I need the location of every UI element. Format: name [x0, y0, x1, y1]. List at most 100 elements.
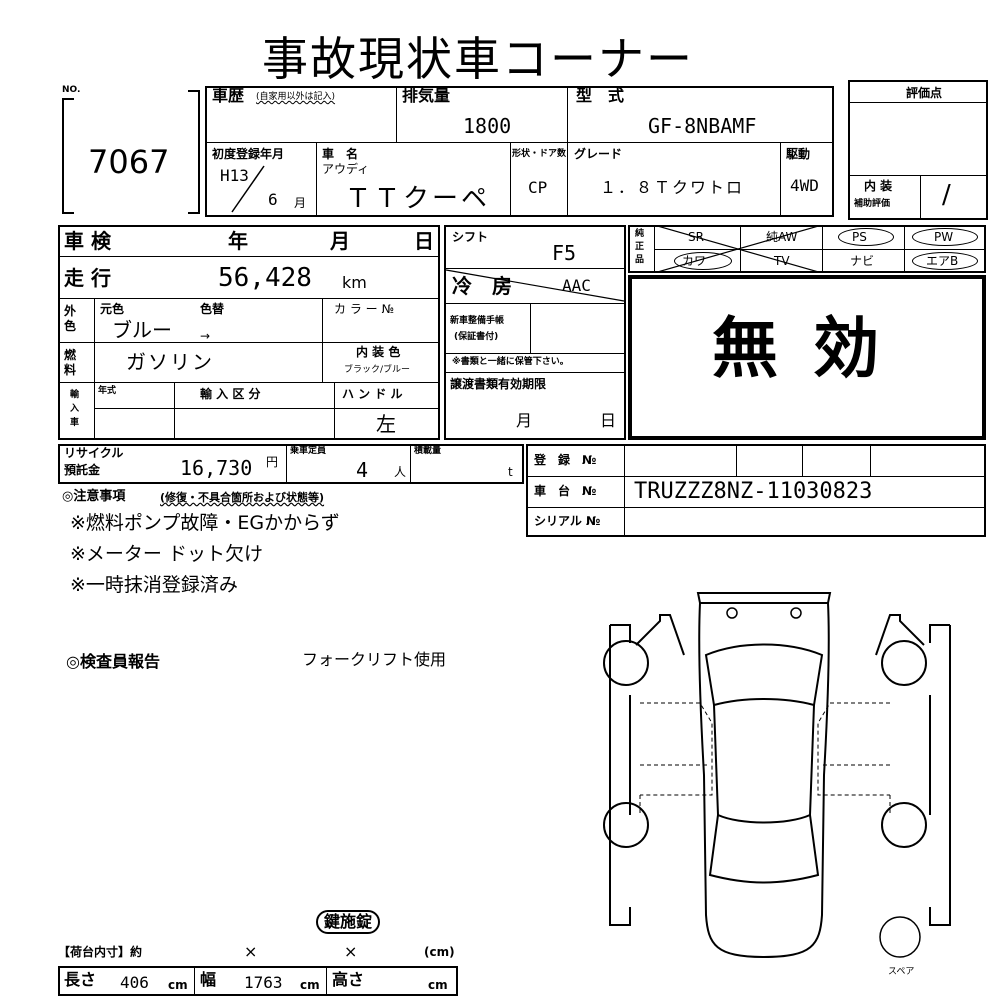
rating-label: 評価点 [906, 86, 943, 100]
inspection-day: 日 [414, 229, 434, 253]
car-name: ＴＴクーペ [345, 184, 491, 214]
recycle-label: リサイクル [64, 446, 124, 460]
history-note: (自家用以外は記入) [256, 92, 336, 102]
cargo-header: 【荷台内寸】約 [58, 945, 143, 959]
reg-no-label: 登 録 № [534, 453, 597, 467]
fuel-side-label: 燃料 [64, 348, 77, 377]
equipment-side-label: 純正品 [635, 229, 645, 265]
shape-value: CP [528, 178, 548, 197]
shift-label: シフト [452, 230, 489, 244]
spare-tire-label: スペア [888, 967, 915, 977]
color-side-label: 外色 [64, 304, 77, 333]
grade-label: グレード [574, 147, 623, 161]
recycle-row [58, 444, 524, 484]
car-damage-diagram [603, 592, 951, 959]
load-label: 積載量 [414, 446, 442, 456]
rating-box [848, 80, 988, 220]
first-reg-month-unit: 月 [294, 196, 307, 210]
cargo-width-label: 幅 [200, 970, 217, 989]
lot-number: 7067 [88, 143, 170, 181]
note-item-1: ※燃料ポンプ故障・EGかからず [70, 512, 340, 534]
main-table [58, 225, 440, 440]
cargo-length-unit: cm [168, 978, 188, 992]
interior-rating-label: 内 装 [864, 179, 893, 193]
history-label: 車歴 [212, 86, 245, 105]
capacity-label: 乗車定員 [290, 446, 327, 456]
ac-label: 冷 房 [452, 274, 512, 298]
equip-ps-circle [838, 228, 894, 246]
interior-color-value: ブラック/ブルー [344, 365, 411, 375]
chassis-no-label: 車 台 № [534, 484, 597, 498]
cargo-length-value: 406 [120, 973, 149, 992]
registration-table [526, 444, 986, 537]
chassis-no-value: TRUZZZ8NZ-11030823 [634, 479, 873, 504]
capacity-unit: 人 [394, 465, 407, 479]
inspection-label: 車 検 [64, 229, 111, 253]
equip-pw-circle [912, 228, 978, 246]
ac-value: AAC [562, 276, 591, 295]
equip-airbag-circle [912, 252, 978, 270]
note-item-2: ※メーター ドット欠け [70, 543, 263, 565]
first-reg-slash [231, 165, 265, 213]
displacement-value: 1800 [463, 114, 512, 138]
mileage-value: 56,428 [218, 263, 312, 293]
import-class-label: 輸 入 区 分 [200, 387, 261, 401]
car-maker: アウディ [322, 162, 370, 176]
handle-label: ハ ン ド ル [342, 387, 403, 401]
transfer-docs-label: 譲渡書類有効期限 [450, 377, 547, 391]
middle-table [444, 225, 626, 440]
recycle-unit: 円 [266, 455, 279, 469]
model-value: GF-8NBAMF [648, 114, 757, 138]
equipment-strike [654, 225, 822, 273]
transfer-docs-month: 月 [516, 411, 533, 430]
shape-label: 形状・ドア数 [512, 149, 567, 159]
inspector-label: ◎検査員報告 [66, 652, 160, 671]
cargo-height-label: 高さ [332, 970, 365, 989]
cargo-height-unit: cm [428, 978, 448, 992]
displacement-label: 排気量 [402, 86, 451, 105]
orig-color-label: 元色 [100, 302, 125, 316]
fuel-value: ガソリン [126, 350, 214, 374]
equip-navi: ナビ [850, 254, 875, 268]
lot-no-label: NO. [62, 85, 81, 95]
car-name-label: 車 名 [322, 147, 359, 161]
recycle-sub-label: 預託金 [64, 463, 101, 477]
color-change-arrow: → [200, 329, 211, 343]
recycle-value: 16,730 [180, 456, 253, 480]
maint-book-note: ※書類と一緒に保管下さい。 [452, 357, 569, 367]
inspector-text: フォークリフト使用 [302, 650, 447, 669]
first-reg-month: 6 [268, 190, 278, 209]
drive-value: 4WD [790, 176, 819, 195]
capacity-value: 4 [356, 458, 369, 482]
interior-color-label: 内 装 色 [356, 345, 401, 359]
cargo-dims-table [58, 966, 458, 996]
transfer-docs-day: 日 [600, 411, 617, 430]
interior-rating-value: / [942, 180, 951, 210]
equip-leather-circle [674, 252, 732, 270]
cargo-width-unit: cm [300, 978, 320, 992]
page-title: 事故現状車コーナー [262, 32, 694, 86]
notes-heading: ◎注意事項 [62, 489, 126, 504]
void-stamp: 無 効 [712, 310, 885, 387]
inspection-month: 月 [330, 229, 350, 253]
orig-color-value: ブルー [112, 318, 172, 342]
vehicle-info-block [205, 86, 834, 217]
color-change-label: 色替 [200, 302, 225, 316]
cargo-length-label: 長さ [64, 970, 97, 989]
grade-value: １．８Ｔクワトロ [600, 178, 745, 197]
void-stamp-box [628, 275, 986, 440]
load-unit: t [508, 465, 513, 479]
import-side-label: 輸入車 [70, 390, 80, 428]
handle-value: 左 [376, 412, 396, 436]
mileage-label: 走 行 [64, 266, 111, 290]
shift-value: F5 [552, 241, 577, 265]
model-label: 型 式 [576, 86, 625, 105]
lot-bracket-right [188, 90, 200, 214]
drive-label: 駆動 [786, 147, 811, 161]
maint-book-sub-label: (保証書付) [454, 332, 499, 342]
cargo-times-2: × [344, 942, 358, 961]
cargo-width-value: 1763 [244, 973, 283, 992]
maint-book-label: 新車整備手帳 [450, 316, 505, 326]
note-item-3: ※一時抹消登録済み [70, 574, 238, 596]
mileage-unit: km [342, 273, 367, 292]
